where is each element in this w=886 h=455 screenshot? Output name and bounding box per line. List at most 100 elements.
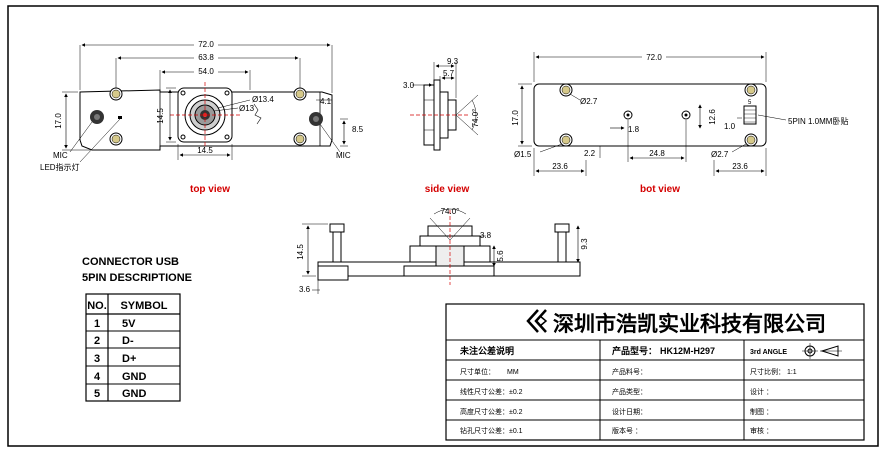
dim-front-3-6: 3.6 [299,285,311,294]
dim-overall-width: 72.0 [198,40,214,49]
unit-label: 尺寸单位： [460,367,495,376]
table-row: D- [122,335,134,347]
dim-lens-height: 14.5 [156,108,165,124]
dim-side-9-3: 9.3 [447,57,459,66]
mic-icon [90,110,104,124]
review-label: 审核 ： [750,426,773,435]
mounting-hole [293,87,307,101]
drill-tolerance: 钻孔尺寸公差：±0.1 [460,426,523,435]
dim-bot-1-8: 1.8 [628,125,640,134]
company-name: 深圳市浩凯实业科技有限公司 [553,312,826,336]
bot-small-hole [626,113,630,117]
table-row: 2 [94,335,100,347]
caption-bot-view: bot view [640,184,680,195]
caption-side-view: side view [425,184,470,195]
dim-bot-23-6-right: 23.6 [732,162,748,171]
table-row: 3 [94,353,100,365]
dim-side-angle: 74.0° [471,109,480,128]
dim-height: 17.0 [54,113,63,129]
dim-middle: 54.0 [198,67,214,76]
cable-sketch [253,103,262,125]
sheet-border [7,5,879,447]
connector-subtitle: 5PIN DESCRIPTIONE [82,272,192,284]
label-mic-left: MIC [53,151,68,160]
dim-mic-vertical: 8.5 [352,125,364,134]
mounting-hole [109,87,123,101]
dim-bot-overall: 72.0 [646,53,662,62]
dim-bot-hole-br: Ø2.7 [711,150,729,159]
connector-title: CONNECTOR USB [82,256,179,268]
dim-front-14-5: 14.5 [296,244,305,260]
lens-module [170,82,240,148]
dim-front-3-8: 3.8 [480,231,492,240]
third-angle-projection-icon [802,343,842,359]
dim-bot-hole-tl: Ø2.7 [580,97,598,106]
bot-connector [743,105,757,125]
table-row: 1 [94,318,100,330]
dim-bot-1-0: 1.0 [724,122,736,131]
pin-table: NO. SYMBOL 1 5V 2 D- 3 D+ 4 GND 5 GND [85,293,181,402]
caption-top-view: top view [190,184,230,195]
dim-lens-width: 14.5 [197,146,213,155]
pin-table-header-symbol: SYMBOL [120,300,167,312]
dim-front-5-6: 5.6 [496,250,505,262]
label-led: LED指示灯 [40,162,80,172]
top-view: 72.0 63.8 54.0 17.0 14.5 14.5 Ø13.4 Ø13 … [40,39,364,195]
label-mic-right: MIC [336,151,351,160]
dim-bot-24-8: 24.8 [649,149,665,158]
dim-mic-offset: 4.1 [320,97,332,106]
table-row: GND [122,388,147,400]
bot-view-board [533,83,767,147]
version-label: 版本号 ： [612,426,642,435]
bot-view: 5 72.0 17.0 Ø2.7 Ø1.5 Ø2.7 12.6 1.8 1.0 … [511,51,848,195]
dim-front-9-3: 9.3 [580,238,589,250]
dim-lens-outer: Ø13.4 [252,95,274,104]
mounting-hole [744,133,758,147]
title-block: 深圳市浩凯实业科技有限公司 未注公差说明 尺寸单位： MM 线性尺寸公差：±0.… [445,303,865,441]
dim-side-5-7: 5.7 [443,69,455,78]
company-logo [526,309,548,333]
projection-angle: 3rd ANGLE [750,349,787,356]
led-indicator [118,116,122,119]
front-view: 74.0° 3.8 5.6 9.3 14.5 3.6 [296,207,589,294]
design-label: 设计 ： [750,387,773,396]
design-date-label: 设计日期： [612,407,647,416]
dim-side-3-0: 3.0 [403,81,415,90]
model-value: HK12M-H297 [660,346,715,356]
dim-front-angle: 74.0° [441,207,460,216]
table-row: D+ [122,353,136,365]
part-number-label: 产品料号： [612,367,647,376]
dim-bot-23-6-left: 23.6 [552,162,568,171]
label-bot-connector: 5PIN 1.0MM卧贴 [788,116,848,126]
mounting-hole [559,133,573,147]
mounting-hole [744,83,758,97]
mounting-hole [559,83,573,97]
mounting-hole [293,132,307,146]
linear-tolerance: 线性尺寸公差：±0.2 [460,387,523,396]
side-view: 74.0° 9.3 5.7 3.0 side view [403,57,480,195]
table-row: 5 [94,388,100,400]
dim-hole-spacing: 63.8 [198,53,214,62]
scale-label: 尺寸比例： 1:1 [750,367,797,376]
dim-lens-inner: Ø13 [239,104,255,113]
dim-bot-2-2: 2.2 [584,149,596,158]
table-row: 5V [122,318,136,330]
product-type-label: 产品类型： [612,387,647,396]
table-row: 4 [94,371,101,383]
unit-value: MM [507,369,519,376]
tolerance-title: 未注公差说明 [459,345,514,356]
height-tolerance: 高度尺寸公差：±0.2 [460,407,523,416]
dim-bot-hole-bl: Ø1.5 [514,150,532,159]
pin-table-header-no: NO. [87,300,107,312]
bot-connector-pins: 5 [748,100,752,106]
drafting-label: 制图 ： [750,407,773,416]
bot-small-hole [684,113,688,117]
mic-icon [309,112,323,126]
model-label: 产品型号： [612,345,657,356]
table-row: GND [122,371,147,383]
dim-bot-12-6: 12.6 [708,109,717,125]
dim-bot-height: 17.0 [511,110,520,126]
connector-description: CONNECTOR USB 5PIN DESCRIPTIONE NO. SYMB… [82,256,192,402]
mounting-hole [109,132,123,146]
